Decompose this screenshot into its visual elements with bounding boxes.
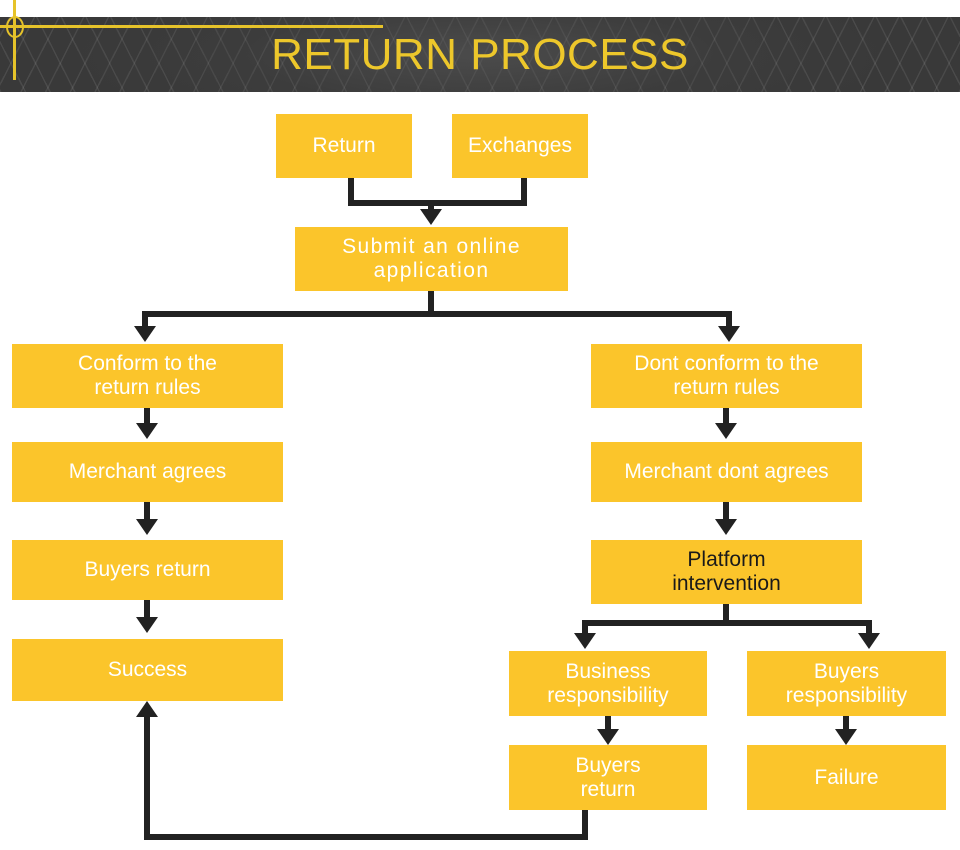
node-dont-conform-to-return-rules[interactable]: Dont conform to the return rules	[591, 344, 862, 408]
edge-submit-stub	[428, 291, 434, 317]
node-buyers-return-bottom[interactable]: Buyers return	[509, 745, 707, 810]
page-title: RETURN PROCESS	[271, 29, 689, 79]
edge-split-buyers-drop	[866, 620, 872, 636]
accent-rule-vertical	[13, 0, 16, 80]
node-return[interactable]: Return	[276, 114, 412, 178]
arrow-into-merchant-dont-agrees	[715, 423, 737, 439]
node-conform-to-return-rules[interactable]: Conform to the return rules	[12, 344, 283, 408]
node-buyers-return-left[interactable]: Buyers return	[12, 540, 283, 600]
header-vignette	[0, 17, 960, 92]
edge-return-stub	[348, 178, 354, 206]
node-merchant-agrees[interactable]: Merchant agrees	[12, 442, 283, 502]
edge-loop-up	[144, 715, 150, 840]
node-failure[interactable]: Failure	[747, 745, 946, 810]
edge-loop-down	[582, 810, 588, 840]
edge-conform-to-merchant	[144, 408, 150, 426]
node-merchant-dont-agrees[interactable]: Merchant dont agrees	[591, 442, 862, 502]
node-exchanges[interactable]: Exchanges	[452, 114, 588, 178]
arrow-into-submit	[420, 209, 442, 225]
arrow-into-buyers-responsibility	[858, 633, 880, 649]
node-business-responsibility[interactable]: Business responsibility	[509, 651, 707, 716]
edge-split-left-drop	[142, 311, 148, 329]
header-banner: RETURN PROCESS	[0, 17, 960, 92]
edge-buyers-resp-to-failure	[843, 716, 849, 732]
arrow-into-merchant-agrees	[136, 423, 158, 439]
arrow-into-dont-conform	[718, 326, 740, 342]
edge-split-bar-platform	[582, 620, 872, 626]
edge-platform-stub	[723, 604, 729, 626]
edge-split-bar-main	[142, 311, 732, 317]
arrow-loop-into-success	[136, 701, 158, 717]
edge-merge-bar-top	[348, 200, 527, 206]
arrow-into-buyers-return-left	[136, 519, 158, 535]
crosshair-circle-icon	[6, 16, 24, 38]
arrow-into-failure	[835, 729, 857, 745]
arrow-into-platform	[715, 519, 737, 535]
edge-exchanges-stub	[521, 178, 527, 206]
node-submit-application[interactable]: Submit an online application	[295, 227, 568, 291]
node-buyers-responsibility[interactable]: Buyers responsibility	[747, 651, 946, 716]
edge-split-right-drop	[726, 311, 732, 329]
edge-merchant-dont-to-platform	[723, 502, 729, 522]
edge-buyers-return-to-success	[144, 600, 150, 620]
accent-rule-horizontal	[0, 25, 383, 28]
edge-loop-bottom	[144, 834, 588, 840]
arrow-into-conform	[134, 326, 156, 342]
node-platform-intervention[interactable]: Platform intervention	[591, 540, 862, 604]
arrow-into-business-responsibility	[574, 633, 596, 649]
arrow-into-buyers-return-bottom	[597, 729, 619, 745]
edge-business-to-buyers-return	[605, 716, 611, 732]
edge-merge-drop-top	[428, 200, 434, 212]
edge-merchant-to-buyers-return	[144, 502, 150, 522]
node-success[interactable]: Success	[12, 639, 283, 701]
edge-dont-conform-to-merchant	[723, 408, 729, 426]
edge-split-business-drop	[582, 620, 588, 636]
arrow-into-success	[136, 617, 158, 633]
